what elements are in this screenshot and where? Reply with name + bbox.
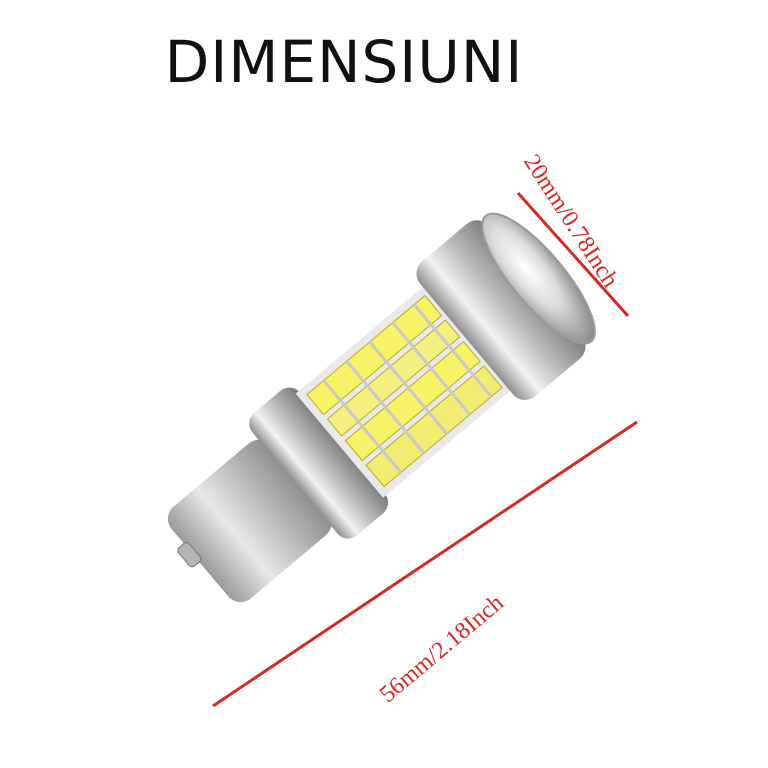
- bulb-base-pin: [177, 542, 202, 568]
- led-chips: [306, 294, 503, 488]
- bulb-base: [167, 439, 332, 603]
- bulb-lens: [481, 212, 596, 345]
- bulb-front-cap: [416, 220, 586, 400]
- width-dimension-line: [516, 192, 630, 317]
- bulb-collar: [249, 387, 389, 539]
- led-bulb: [167, 212, 596, 603]
- page-title: DIMENSIUNI: [0, 28, 728, 96]
- length-dimension-line: [212, 420, 638, 708]
- heading-text: DIMENSIUNI: [164, 28, 524, 96]
